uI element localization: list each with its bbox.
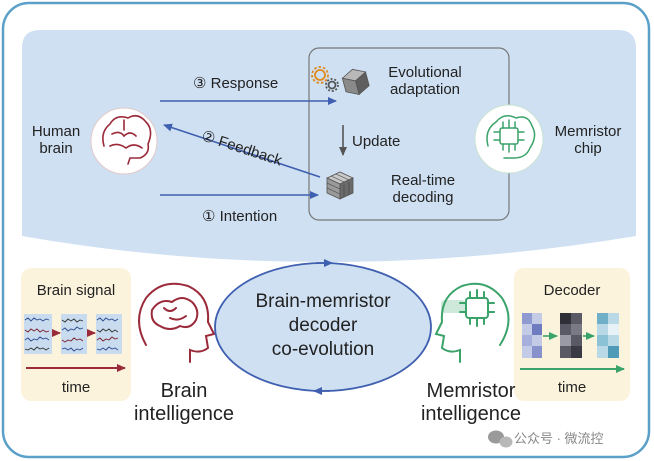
brain-intelligence-label: Brain intelligence: [118, 380, 250, 426]
visor-icon: [441, 300, 465, 313]
evolutional-line1: Evolutional: [388, 64, 462, 81]
gear-icon: [311, 66, 339, 92]
memristor-chip-line1: Memristor: [554, 123, 622, 140]
human-brain-label: Human brain: [22, 123, 90, 158]
human-brain-icon: [90, 107, 158, 175]
co-evolution-line1: Brain-memristor: [255, 291, 391, 312]
decoder-grids: [522, 313, 619, 358]
human-brain-line1: Human: [31, 123, 81, 140]
memristor-intelligence-line2: intelligence: [420, 403, 522, 425]
human-brain-line2: brain: [39, 140, 73, 158]
evolutional-adaptation-label: Evolutional adaptation: [380, 64, 470, 99]
memristor-chip-icon: [474, 104, 544, 174]
cube-icon-decoding: [326, 171, 354, 200]
memristor-head-icon: [434, 282, 510, 363]
feedback-arrow: [163, 123, 321, 178]
signal-traces: [24, 314, 122, 354]
brain-head-icon: [138, 282, 216, 363]
response-label: ③ Response: [193, 75, 279, 92]
brain-signal-title: Brain signal: [36, 282, 116, 299]
brain-intelligence-line1: Brain: [160, 380, 208, 402]
realtime-decoding-label: Real-time decoding: [382, 172, 464, 207]
cube-icon-evolutional: [341, 68, 370, 96]
co-evolution-line3: co-evolution: [271, 338, 375, 360]
decoding-line2: decoding: [392, 189, 454, 207]
co-evolution-label: Brain-memristor decoder co-evolution: [220, 290, 426, 361]
brain-intelligence-line2: intelligence: [133, 403, 235, 425]
memristor-intelligence-label: Memristor intelligence: [405, 380, 537, 426]
evolutional-line2: adaptation: [389, 81, 461, 99]
top-panel: [22, 30, 636, 262]
memristor-intelligence-line1: Memristor: [426, 380, 516, 402]
memristor-chip-line2: chip: [574, 140, 602, 158]
decoder-time: time: [557, 379, 587, 396]
decoder-title: Decoder: [543, 282, 601, 299]
watermark-text: 公众号 · 微流控: [514, 431, 604, 446]
co-evolution-line2: decoder: [288, 314, 358, 336]
decoding-line1: Real-time: [390, 172, 456, 189]
intention-label: ① Intention: [202, 208, 278, 225]
update-label: Update: [352, 133, 401, 150]
wechat-icon: [488, 430, 513, 448]
memristor-chip-label: Memristor chip: [544, 123, 632, 158]
brain-signal-time: time: [61, 379, 91, 396]
